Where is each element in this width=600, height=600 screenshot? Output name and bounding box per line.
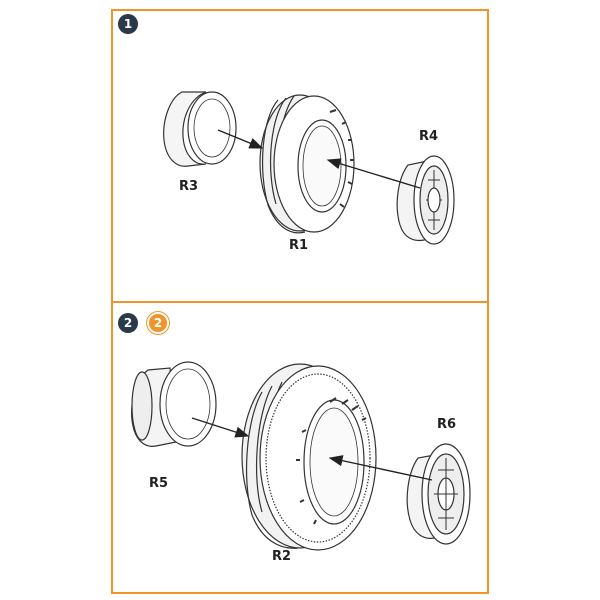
- r1-tire-part: [259, 94, 355, 234]
- arrow-r6-to-r2: [328, 455, 433, 481]
- r3-hub-part: [163, 91, 237, 167]
- arrow-r4-to-r1: [326, 158, 421, 189]
- step-1-badge: 1: [118, 14, 138, 34]
- r4-hub-part: [396, 155, 455, 245]
- part-label-r3: R3: [179, 179, 199, 194]
- r6-hub-part: [406, 443, 471, 545]
- part-label-r1: R1: [289, 238, 309, 253]
- arrow-r3-to-r1: [217, 129, 264, 149]
- step-2-badge: 2: [118, 313, 138, 333]
- arrow-r5-to-r2: [191, 417, 250, 438]
- r2-tire-part: [241, 363, 377, 551]
- part-label-r6: R6: [437, 417, 457, 432]
- variant-2-badge: 2: [147, 312, 169, 334]
- r5-hub-part: [131, 361, 217, 447]
- part-label-r2: R2: [272, 549, 292, 564]
- part-label-r4: R4: [419, 129, 439, 144]
- part-label-r5: R5: [149, 476, 169, 491]
